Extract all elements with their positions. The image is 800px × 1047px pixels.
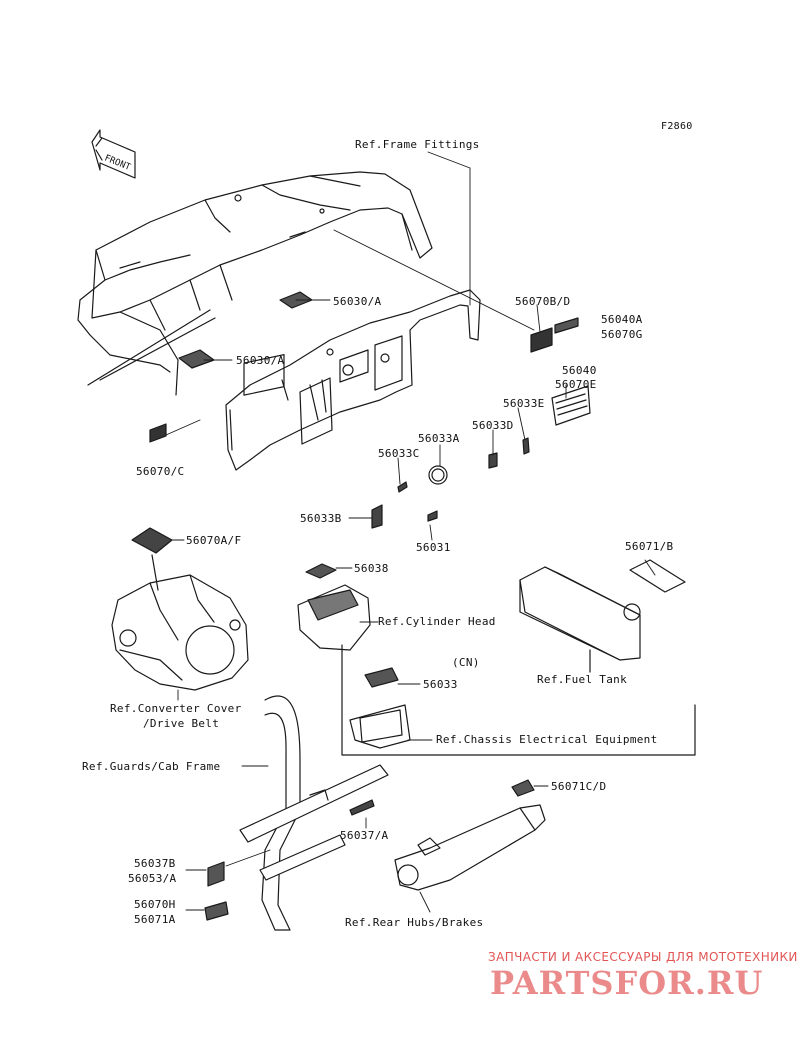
label-56053a: 56053/A — [128, 872, 177, 885]
label-ref-fuel-tank: Ref.Fuel Tank — [537, 673, 627, 686]
label-56037b: 56037B — [134, 857, 176, 870]
label-56070g: 56070G — [601, 328, 643, 341]
label-56070h: 56070H — [134, 898, 176, 911]
label-ref-converter-cover: Ref.Converter Cover — [110, 702, 242, 715]
label-56070af: 56070A/F — [186, 534, 242, 547]
cargo-bed-panel — [77, 171, 433, 396]
label-ref-guards-cab-frame: Ref.Guards/Cab Frame — [82, 760, 221, 773]
figure-code: F2860 — [661, 121, 693, 132]
label-56033d: 56033D — [472, 419, 514, 432]
watermark-tagline: ЗАПЧАСТИ И АКСЕССУАРЫ ДЛЯ МОТОТЕХНИКИ — [488, 950, 798, 964]
label-56070e: 56070E — [555, 378, 597, 391]
label-56040: 56040 — [562, 364, 597, 377]
dashboard-panel — [225, 289, 481, 471]
label-56031: 56031 — [416, 541, 451, 554]
label-56033: 56033 — [423, 678, 458, 691]
label-56033c: 56033C — [378, 447, 420, 460]
rear-hubs — [394, 779, 546, 891]
label-ref-rear-hubs: Ref.Rear Hubs/Brakes — [345, 916, 484, 929]
fuel-tank — [519, 559, 686, 673]
label-56038: 56038 — [354, 562, 389, 575]
leader-lines — [165, 151, 656, 913]
label-56070c: 56070/C — [136, 465, 185, 478]
label-56071b: 56071/B — [625, 540, 674, 553]
label-56071cd: 56071C/D — [551, 780, 607, 793]
label-56033e: 56033E — [503, 397, 545, 410]
label-ref-chassis-electrical: Ref.Chassis Electrical Equipment — [436, 733, 658, 746]
label-ref-cylinder-head: Ref.Cylinder Head — [378, 615, 496, 628]
label-56037a: 56037/A — [340, 829, 389, 842]
label-ref-frame-fittings: Ref.Frame Fittings — [355, 138, 480, 151]
front-arrow-icon: FRONT — [91, 129, 136, 179]
label-cn: (CN) — [452, 656, 480, 669]
label-56030a-top: 56030/A — [333, 295, 382, 308]
converter-cover — [111, 527, 249, 691]
label-56030a-left: 56030/A — [236, 354, 285, 367]
label-56040a: 56040A — [601, 313, 643, 326]
label-plates-upper — [149, 291, 591, 529]
label-56033a: 56033A — [418, 432, 460, 445]
cylinder-head — [297, 563, 696, 756]
watermark-site-logo: PARTSFOR.RU — [490, 964, 764, 1002]
label-56071a: 56071A — [134, 913, 176, 926]
cab-frame — [204, 695, 389, 931]
label-56070bd: 56070B/D — [515, 295, 571, 308]
label-56033b: 56033B — [300, 512, 342, 525]
label-drive-belt: /Drive Belt — [143, 717, 220, 730]
